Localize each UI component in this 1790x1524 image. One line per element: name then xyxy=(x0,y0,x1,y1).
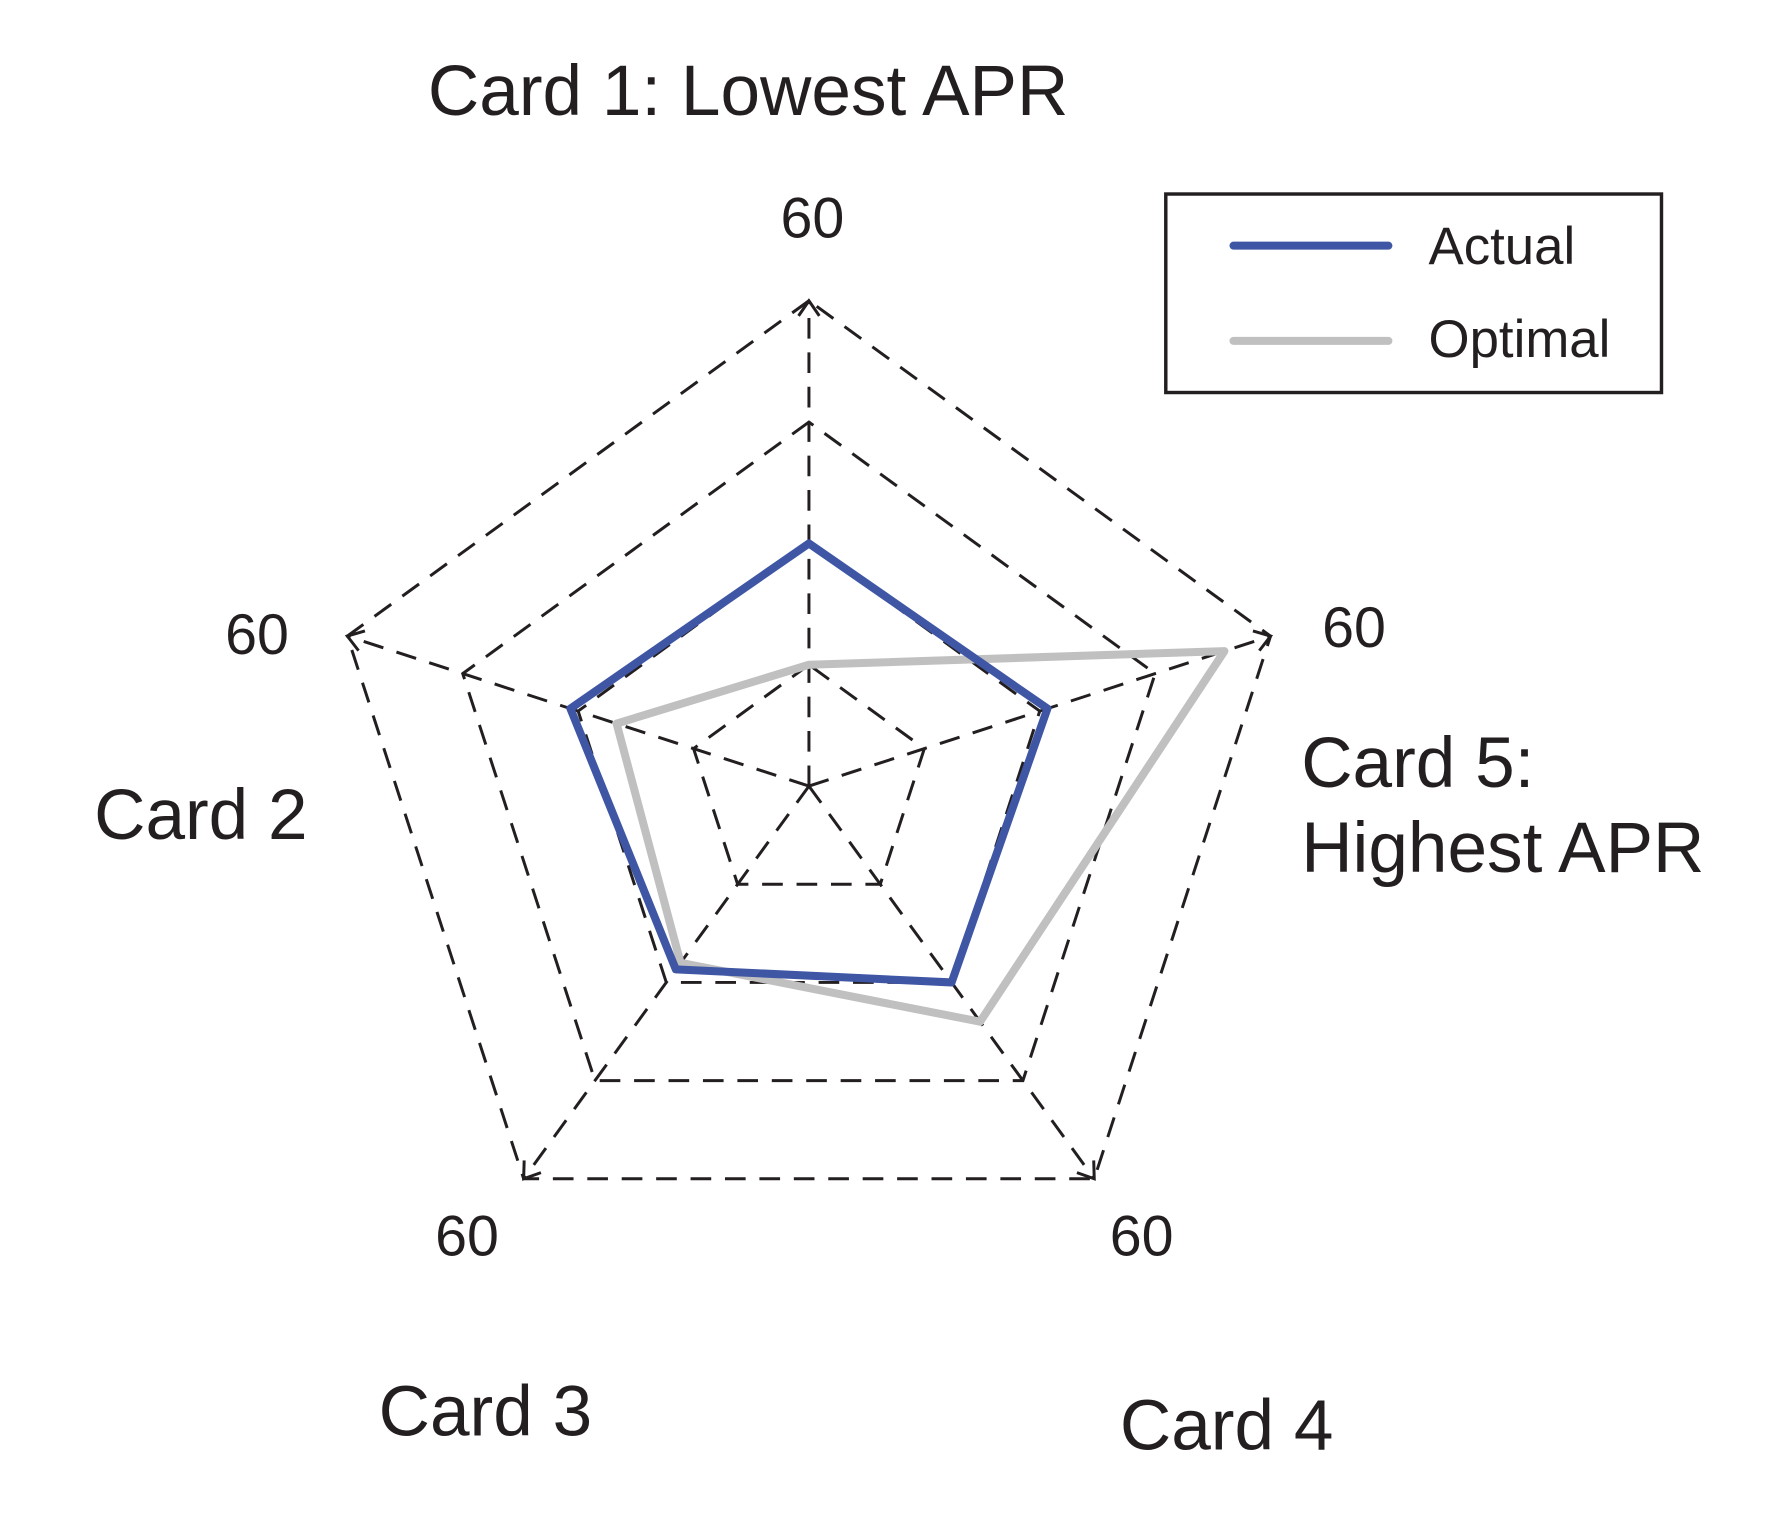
axis-arrowhead-icon xyxy=(797,298,821,317)
series-optimal xyxy=(612,647,1229,1026)
axis-arrowhead-icon xyxy=(1076,1160,1096,1181)
series-actual xyxy=(566,539,1052,987)
axis-label-card-1: Card 1: Lowest APR xyxy=(428,52,1068,131)
grid-ring-60 xyxy=(345,298,1273,1181)
axis-arrowhead-icon xyxy=(344,629,366,652)
legend-label-optimal: Optimal xyxy=(1429,310,1611,369)
legend-label-actual: Actual xyxy=(1429,217,1576,276)
axis-label-card-4: Card 4 xyxy=(1120,1386,1333,1465)
axis-arrowhead-icon xyxy=(522,1160,542,1181)
axis-max-label-card-3: 60 xyxy=(435,1204,499,1268)
axis-line-card-3 xyxy=(522,785,811,1180)
axis-label-card-2: Card 2 xyxy=(94,776,307,855)
grid-ring-45 xyxy=(460,420,1157,1083)
axis-label-card-3: Card 3 xyxy=(379,1373,592,1452)
axis-arrowhead-icon xyxy=(1252,629,1274,652)
legend: Actual Optimal xyxy=(1164,192,1664,395)
axis-line-card-5 xyxy=(808,634,1272,788)
axis-max-label-card-2: 60 xyxy=(225,603,289,667)
grid xyxy=(344,298,1274,1181)
legend-box xyxy=(1164,192,1664,395)
axis-max-label-card-5: 60 xyxy=(1322,596,1386,660)
axis-label-card-5-line2: Highest APR xyxy=(1301,809,1704,888)
series-lines xyxy=(566,539,1229,1026)
axis-label-card-5-line1: Card 5: xyxy=(1301,724,1534,803)
axis-max-label-card-1: 60 xyxy=(780,187,844,251)
axis-line-card-2 xyxy=(346,634,810,788)
grid-ring-30 xyxy=(576,541,1042,984)
grid-ring-15 xyxy=(691,662,927,886)
axis-max-label-card-4: 60 xyxy=(1110,1204,1174,1268)
